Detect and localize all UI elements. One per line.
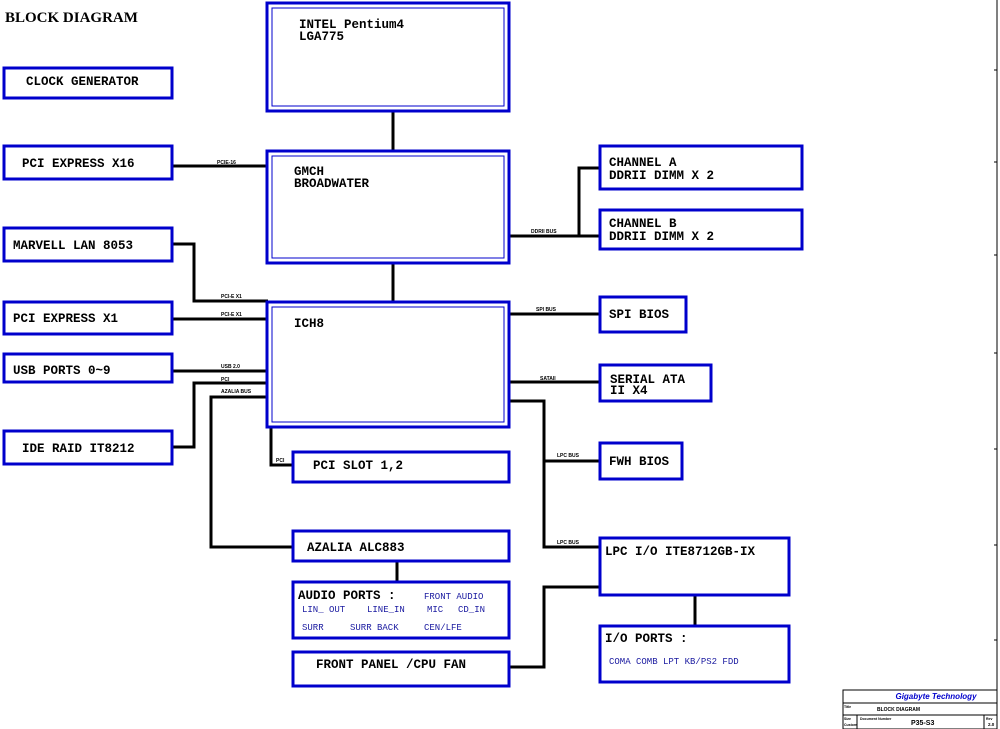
audio-mic: MIC [427,605,444,615]
audio-surr: SURR [302,623,324,633]
bus-label-pcie-x1: PCI-E X1 [221,312,242,318]
docnum-field-label: Document Number [860,717,892,721]
lpc-bus-line [509,399,600,549]
rev-field-value: 2.0 [988,722,995,727]
gmch-label-line2: BROADWATER [294,177,370,191]
front-panel-label: FRONT PANEL /CPU FAN [316,658,466,672]
ddrii-channel-line [577,166,600,238]
audio-ports-box [291,580,511,640]
io-ports-box [598,624,791,684]
gmch-label-line1: GMCH [294,165,324,179]
gmch-inner-frame [271,155,505,259]
channel-b-box [598,208,804,251]
bus-label-usb: USB 2.0 [221,364,240,370]
spi-bios-box [598,295,688,334]
border-ticks [994,0,998,729]
fwh-bios-box [598,441,684,481]
clock-generator-label: CLOCK GENERATOR [26,75,139,89]
connection-lines [173,111,697,669]
lpc-io-box [598,536,791,597]
page-title: BLOCK DIAGRAM [5,10,138,26]
pcie-x16-box [2,144,174,181]
channel-b-label-line2: DDRII DIMM X 2 [609,230,714,244]
ich8-box [265,300,511,429]
usb-ports-label: USB PORTS 0~9 [13,364,111,378]
serial-ata-box [598,363,713,403]
azalia-label: AZALIA ALC883 [307,541,405,555]
block-frames [2,1,804,688]
ide-raid-box [2,429,174,466]
bus-label-pci-ide: PCI [221,377,230,383]
channel-a-label-line1: CHANNEL A [609,156,677,170]
serial-ata-label-line1: SERIAL ATA [610,373,686,387]
io-ports-items: COMA COMB LPT KB/PS2 FDD [609,657,739,667]
bus-label-lpc-fwh: LPC BUS [557,453,580,459]
io-ports-label: I/O PORTS : [605,632,688,646]
cpu-inner-frame [271,7,505,107]
audio-ports-label: AUDIO PORTS : [298,589,396,603]
bus-label-sata: SATAII [540,376,556,382]
azalia-bus-line [209,395,293,549]
marvell-lan-label: MARVELL LAN 8053 [13,239,133,253]
title-field-label: Title [844,705,851,709]
spi-bios-label: SPI BIOS [609,308,670,322]
audio-front-label: FRONT AUDIO [424,592,483,602]
cpu-label-line2: LGA775 [299,30,344,44]
pci-slot-label: PCI SLOT 1,2 [313,459,403,473]
bus-label-azalia: AZALIA BUS [221,389,252,395]
rev-field-label: Rev [986,717,992,721]
block-inner-frames [271,7,505,423]
channel-a-label-line2: DDRII DIMM X 2 [609,169,714,183]
fwh-bios-label: FWH BIOS [609,455,670,469]
lpc-io-label: LPC I/O ITE8712GB-IX [605,545,756,559]
ide-line [173,381,268,449]
ich8-label: ICH8 [294,317,324,331]
bus-label-spi: SPI BUS [536,307,557,313]
title-block: Gigabyte Technology Title BLOCK DIAGRAM … [842,689,998,729]
usb-ports-box [2,352,174,384]
company-name: Gigabyte Technology [895,692,977,701]
audio-line-in: LINE_IN [367,605,405,615]
channel-a-box [598,144,804,191]
size-field-value: Custom [844,723,857,727]
pci-slot-line [269,427,293,467]
title-field-value: BLOCK DIAGRAM [877,707,920,713]
lan-line [173,242,268,303]
channel-b-label-line1: CHANNEL B [609,217,677,231]
gmch-box [265,149,511,265]
size-field-label: Size [844,717,851,721]
pcie-x16-label: PCI EXPRESS X16 [22,157,135,171]
cpu-box [265,1,511,113]
bus-labels: PCIE-16 PCI-E X1 PCI-E X1 USB 2.0 PCI AZ… [217,160,580,546]
bus-label-ddrii: DDRII BUS [531,229,557,235]
clock-generator-box [2,66,174,100]
pcie-x1-box [2,300,174,336]
audio-cd-in: CD_IN [458,605,485,615]
audio-cen-lfe: CEN/LFE [424,623,462,633]
bus-label-pci-slot: PCI [276,458,285,464]
pcie-x1-label: PCI EXPRESS X1 [13,312,118,326]
audio-surr-back: SURR BACK [350,623,399,633]
audio-line-out: LIN_ OUT [302,605,346,615]
bus-label-lpc-io: LPC BUS [557,540,580,546]
docnum-field-value: P35-S3 [911,720,934,727]
bus-label-pcie-x1-lan: PCI-E X1 [221,294,242,300]
ich8-inner-frame [271,306,505,423]
azalia-box [291,529,511,563]
pci-slot-box [291,450,511,484]
title-block-frame [842,689,998,729]
ide-raid-label: IDE RAID IT8212 [22,442,135,456]
front-panel-box [291,650,511,688]
serial-ata-label-line2: II X4 [610,384,648,398]
bus-label-pcie16: PCIE-16 [217,160,236,166]
front-panel-line [509,585,600,669]
marvell-lan-box [2,226,174,263]
cpu-label-line1: INTEL Pentium4 [299,18,405,32]
